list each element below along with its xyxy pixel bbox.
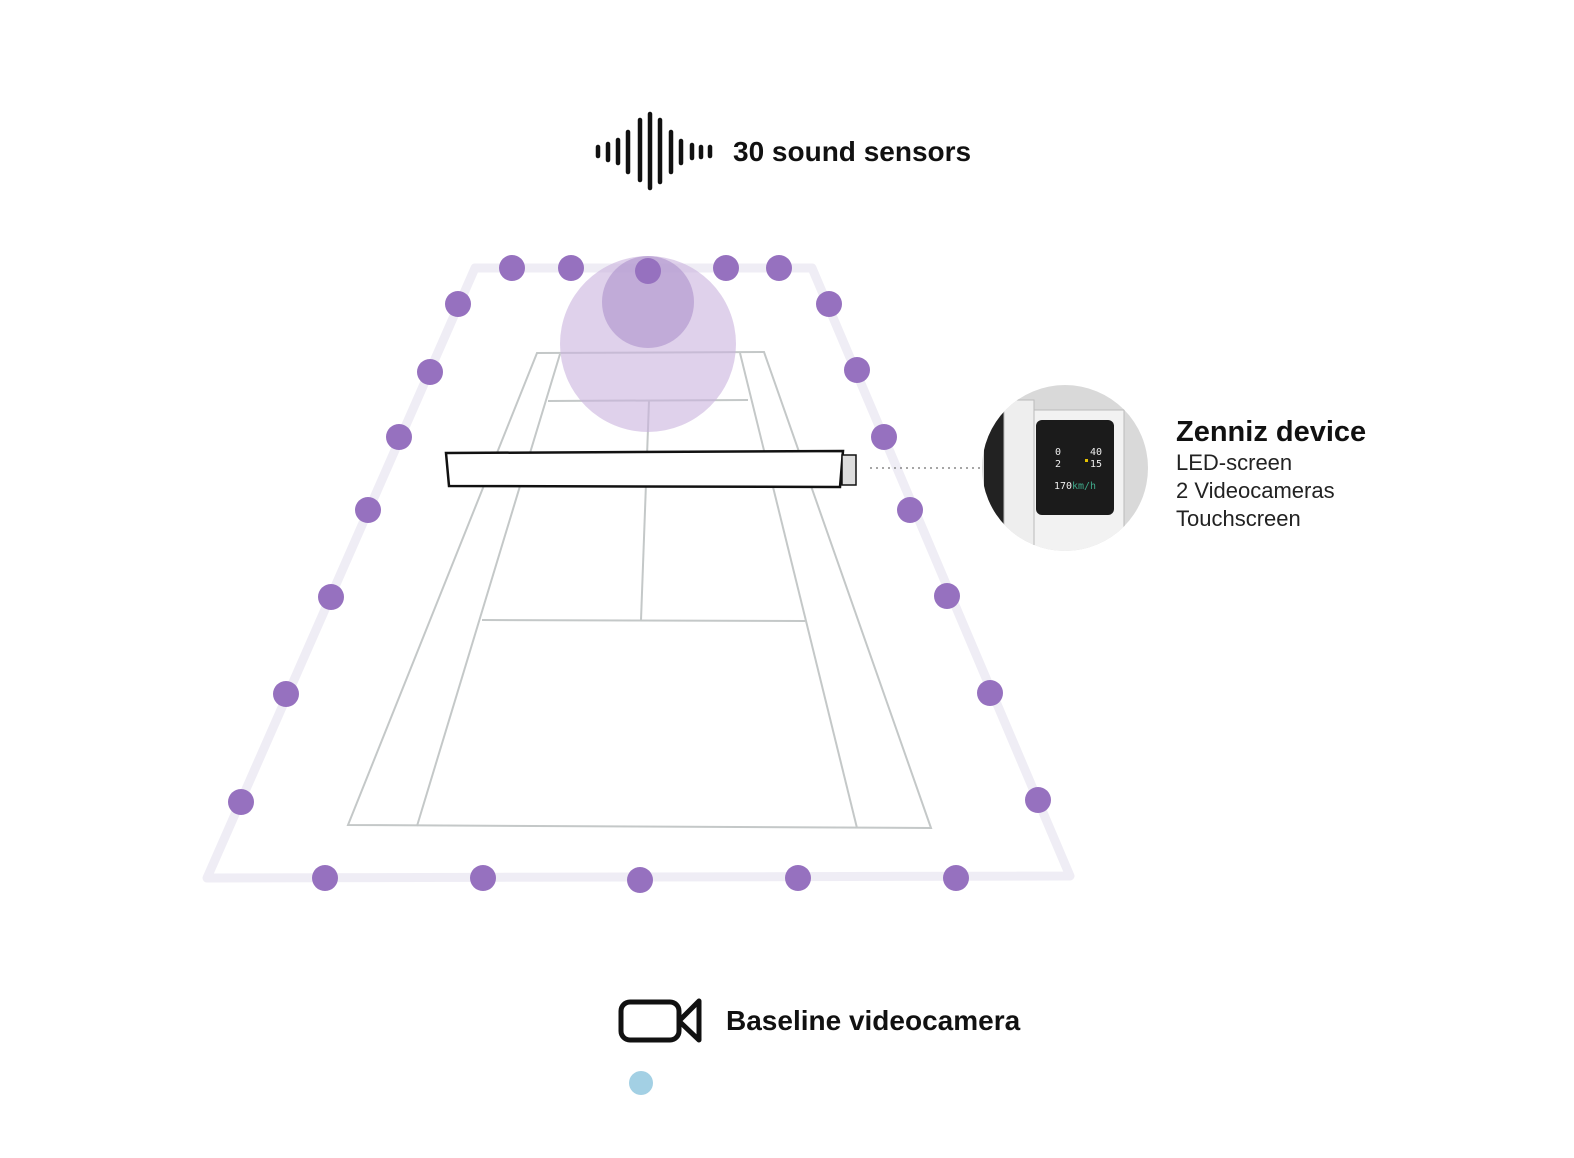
svg-text:km/h: km/h [1072,481,1096,492]
sound-sensor [417,359,443,385]
sound-sensor [871,424,897,450]
device-feature: LED-screen [1176,450,1293,475]
camera-label: Baseline videocamera [726,1005,1021,1036]
sound-sensor [977,680,1003,706]
net [444,449,857,489]
device-feature: 2 Videocameras [1176,478,1335,503]
sound-sensor [558,255,584,281]
svg-text:170: 170 [1054,481,1072,492]
svg-text:40: 40 [1090,447,1102,458]
sound-sensor [445,291,471,317]
zenniz-device-image: 0 40 2 15 170 km/h [982,385,1148,551]
sound-sensor [273,681,299,707]
sound-sensor [470,865,496,891]
sound-sensor [844,357,870,383]
sound-sensor [635,258,661,284]
sound-sensor [713,255,739,281]
sound-sensor [499,255,525,281]
sound-sensor [312,865,338,891]
device-legend: Zenniz device LED-screen 2 Videocameras … [1176,416,1366,533]
device-title: Zenniz device [1176,416,1367,448]
videocamera-icon [618,998,702,1043]
camera-position-dot [629,1071,653,1095]
sound-sensor [355,497,381,523]
sound-wave-icon [595,111,713,191]
sound-sensor [934,583,960,609]
net-post-device [841,454,857,486]
sound-sensor [766,255,792,281]
sound-sensor [897,497,923,523]
device-feature: Touchscreen [1176,506,1301,531]
sound-sensor [228,789,254,815]
sound-sensor [816,291,842,317]
svg-text:15: 15 [1090,459,1102,470]
sound-sensor [943,865,969,891]
sensor-perimeter [202,263,1075,883]
sensor-coverage-inner [602,256,694,348]
sound-sensor [1025,787,1051,813]
sound-sensor [627,867,653,893]
sound-sensor [785,865,811,891]
sound-sensor [318,584,344,610]
sound-sensor [386,424,412,450]
svg-text:2: 2 [1055,459,1061,470]
sound-sensors-label: 30 sound sensors [733,136,972,167]
svg-text:0: 0 [1055,447,1061,458]
